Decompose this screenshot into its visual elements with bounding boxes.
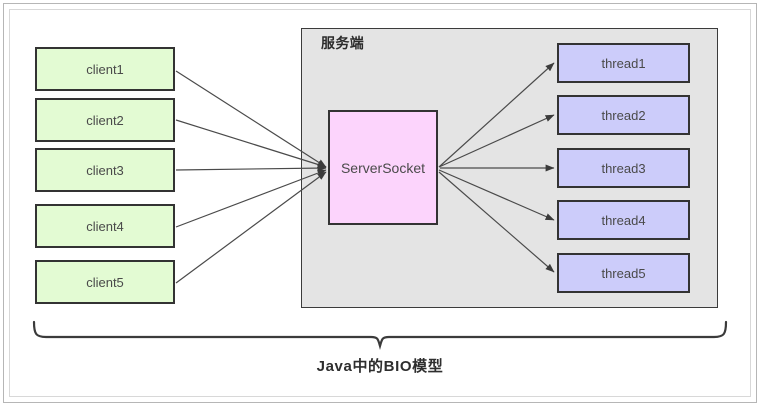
diagram-caption: Java中的BIO模型	[316, 358, 444, 375]
client-label-2: client2	[86, 112, 124, 128]
thread-label-1: thread1	[601, 55, 646, 71]
client-box-5[interactable]: client5	[35, 260, 175, 304]
thread-box-1[interactable]: thread1	[557, 43, 690, 83]
client-label-3: client3	[86, 162, 124, 178]
thread-label-3: thread3	[601, 160, 646, 176]
bottom-brace	[32, 320, 728, 351]
thread-label-4: thread4	[601, 212, 646, 228]
client-label-4: client4	[86, 218, 124, 234]
server-container-label: 服务端	[321, 35, 365, 51]
arrow-client3-to-socket	[175, 164, 327, 172]
thread-box-2[interactable]: thread2	[557, 95, 690, 135]
client-label-5: client5	[86, 274, 124, 290]
client-label-1: client1	[86, 61, 124, 77]
arrow-socket-to-thread2	[438, 114, 555, 168]
thread-label-5: thread5	[601, 265, 646, 281]
client-box-4[interactable]: client4	[35, 204, 175, 248]
arrow-socket-to-thread5	[438, 171, 555, 273]
server-socket-label: ServerSocket	[340, 159, 426, 176]
arrow-socket-to-thread4	[438, 169, 555, 221]
socket-to-thread-arrows	[438, 62, 555, 273]
arrow-client1-to-socket	[175, 70, 327, 168]
server-socket-box[interactable]: ServerSocket	[328, 110, 438, 225]
arrow-client5-to-socket	[175, 171, 327, 284]
client-box-2[interactable]: client2	[35, 98, 175, 142]
thread-box-4[interactable]: thread4	[557, 200, 690, 240]
thread-box-5[interactable]: thread5	[557, 253, 690, 293]
client-box-3[interactable]: client3	[35, 148, 175, 192]
client-box-1[interactable]: client1	[35, 47, 175, 91]
thread-box-3[interactable]: thread3	[557, 148, 690, 188]
arrow-client4-to-socket	[175, 169, 327, 228]
client-to-socket-arrows	[175, 70, 327, 284]
thread-label-2: thread2	[601, 107, 646, 123]
arrow-socket-to-thread1	[438, 62, 555, 168]
arrow-client2-to-socket	[175, 119, 327, 168]
